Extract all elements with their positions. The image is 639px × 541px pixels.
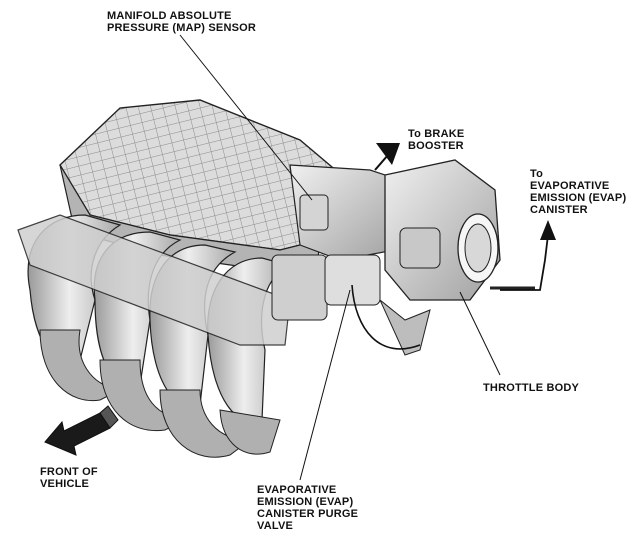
brake-booster-arrow (374, 143, 400, 171)
map-sensor-label: MANIFOLD ABSOLUTE PRESSURE (MAP) SENSOR (107, 10, 257, 34)
front-of-vehicle-label: FRONT OF VEHICLE (40, 466, 98, 490)
evap-canister-arrow (540, 220, 556, 240)
purge-valve-label: EVAPORATIVE EMISSION (EVAP) CANISTER PUR… (257, 484, 359, 532)
map-sensor-part (299, 194, 329, 231)
evap-canister-label: To EVAPORATIVE EMISSION (EVAP) CANISTER (530, 168, 627, 216)
evap-canister-hose (500, 234, 549, 291)
evap-purge-valve-part (271, 254, 431, 356)
front-of-vehicle-arrow (44, 405, 119, 456)
purge-valve-hose (351, 284, 421, 350)
purge-valve-leader (299, 289, 351, 481)
brake-booster-label: To BRAKE BOOSTER (408, 128, 465, 152)
throttle-body-leader (459, 291, 501, 376)
map-sensor-leader (179, 34, 313, 201)
throttle-body-label: THROTTLE BODY (483, 382, 580, 394)
intake-runners (17, 214, 291, 458)
throttle-body (384, 159, 535, 301)
